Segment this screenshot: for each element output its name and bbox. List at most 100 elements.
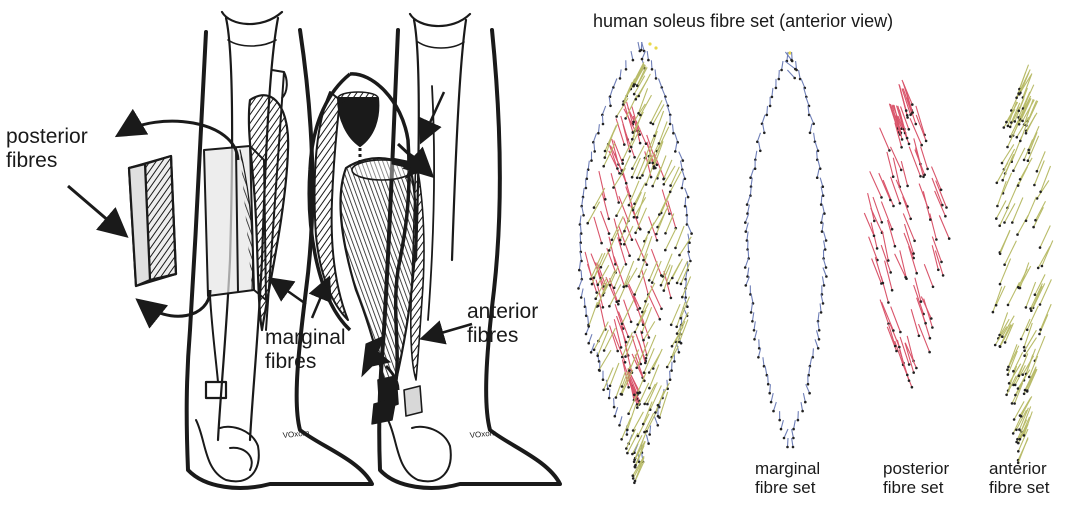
marginal-fibre bbox=[579, 261, 580, 270]
anterior-fibre-node bbox=[1032, 226, 1035, 229]
marginal-fibre bbox=[751, 303, 752, 312]
marginal-fibre bbox=[818, 321, 819, 330]
posterior-fibre-node bbox=[925, 140, 928, 143]
marginal-fibre bbox=[758, 348, 760, 357]
anterior-fibre-node bbox=[642, 423, 645, 426]
marginal-fibre bbox=[751, 178, 752, 187]
marginal-fibre bbox=[804, 88, 807, 97]
marginal-fibre bbox=[646, 435, 648, 444]
posterior-fibre bbox=[924, 264, 933, 287]
anterior-fibre-node bbox=[624, 355, 627, 358]
marginal-fibre bbox=[821, 294, 823, 303]
marginal-fibre bbox=[620, 69, 621, 78]
anterior-fibre-node bbox=[633, 216, 636, 219]
anterior-fibre-node bbox=[615, 214, 618, 217]
posterior-fibre-node bbox=[670, 297, 673, 300]
marginal-fibre bbox=[823, 268, 827, 277]
anterior-fibre-node bbox=[598, 369, 601, 372]
anterior-fibre-node bbox=[648, 371, 651, 374]
marginal-fibre-node bbox=[766, 114, 769, 117]
marginal-fibre-node bbox=[792, 428, 795, 431]
anterior-fibre bbox=[1026, 197, 1036, 221]
posterior-fibre-node bbox=[639, 228, 642, 231]
posterior-fibre-node bbox=[932, 286, 935, 289]
marginal-fibre-node bbox=[780, 428, 783, 431]
posterior-fibre-node bbox=[604, 198, 607, 201]
posterior-fibre-node bbox=[923, 174, 926, 177]
anterior-fibre bbox=[623, 79, 635, 105]
anterior-fibre bbox=[1000, 230, 1010, 254]
marginal-fibre bbox=[638, 42, 640, 51]
marginal-fibre-node bbox=[632, 59, 635, 62]
marginal-fibre-node bbox=[670, 369, 673, 372]
anterior-fibre bbox=[589, 302, 598, 326]
marginal-fibre-node bbox=[775, 87, 778, 90]
anterior-fibre-node bbox=[996, 182, 999, 185]
marginal-fibre-node bbox=[783, 437, 786, 440]
posterior-fibre-node bbox=[640, 363, 643, 366]
anterior-fibre-node bbox=[1019, 178, 1022, 181]
posterior-fibre-node bbox=[633, 394, 636, 397]
anterior-fibre-node bbox=[639, 114, 642, 117]
posterior-fibre-node bbox=[616, 350, 619, 353]
marginal-fibre-node bbox=[818, 329, 821, 332]
posterior-fibre bbox=[932, 178, 942, 205]
anterior-fibre bbox=[1040, 279, 1051, 304]
posterior-fibre-node bbox=[617, 201, 620, 204]
posterior-fibre bbox=[923, 191, 930, 219]
posterior-fibre bbox=[916, 106, 925, 135]
marginal-fibre-node bbox=[607, 388, 610, 391]
marginal-pointer-right bbox=[312, 280, 328, 318]
anterior-fibre-node bbox=[626, 429, 629, 432]
left-watermark: VOxom bbox=[282, 428, 310, 440]
anterior-fibre bbox=[663, 254, 672, 277]
anterior-fibre-node bbox=[632, 429, 635, 432]
anterior-fibre bbox=[622, 418, 631, 440]
anterior-fibre-node bbox=[995, 217, 998, 220]
anterior-fibre-node bbox=[637, 258, 640, 261]
anterior-fibre-node bbox=[620, 438, 623, 441]
anterior-fibre-node bbox=[992, 311, 995, 314]
anterior-fibre-node bbox=[1013, 418, 1016, 421]
anterior-spindle bbox=[341, 158, 416, 406]
marginal-fibre-node bbox=[745, 284, 748, 287]
anterior-fibre-node bbox=[1016, 136, 1019, 139]
anterior-fibre-set-caption: anterior fibre set bbox=[989, 459, 1049, 497]
posterior-fibre-node bbox=[906, 114, 909, 117]
marginal-fibre bbox=[588, 316, 589, 325]
marginal-fibre-node bbox=[681, 187, 684, 190]
posterior-fibre-node bbox=[892, 175, 895, 178]
anterior-fibre-node bbox=[1018, 123, 1021, 126]
marginal-fibre bbox=[810, 124, 812, 133]
anterior-fibre-node bbox=[657, 404, 660, 407]
anterior-fibre bbox=[1012, 198, 1023, 223]
anterior-fibre-node bbox=[999, 345, 1002, 348]
posterior-fibre-set-caption: posterior fibre set bbox=[883, 459, 949, 497]
anterior-fibre-node bbox=[632, 131, 635, 134]
marginal-fibre bbox=[682, 170, 685, 179]
marginal-fibre bbox=[824, 241, 826, 250]
anterior-fibre bbox=[1027, 306, 1038, 330]
marginal-fibre-node bbox=[753, 329, 756, 332]
anterior-fibre-node bbox=[1023, 346, 1026, 349]
posterior-fibre bbox=[594, 217, 602, 243]
marginal-fibre-node bbox=[585, 333, 588, 336]
posterior-fibre bbox=[611, 173, 619, 202]
posterior-fibre-node bbox=[881, 221, 884, 224]
anterior-fibre-node bbox=[648, 279, 651, 282]
marginal-fibre bbox=[808, 106, 809, 115]
posterior-fibre-node bbox=[625, 341, 628, 344]
marginal-fibre-node bbox=[809, 132, 812, 135]
posterior-fibre-node bbox=[945, 206, 948, 209]
anterior-fibre bbox=[1040, 314, 1048, 334]
anterior-fibre bbox=[653, 349, 662, 369]
anterior-fibre-node bbox=[651, 185, 654, 188]
posterior-fibre bbox=[873, 197, 882, 222]
marginal-fibre-node bbox=[763, 132, 766, 135]
anterior-fibre-node bbox=[1019, 438, 1022, 441]
anterior-fibre bbox=[604, 368, 614, 390]
marginal-fibre-node bbox=[812, 123, 815, 126]
posterior-fibre-node bbox=[937, 269, 940, 272]
posterior-fibre-node bbox=[656, 239, 659, 242]
